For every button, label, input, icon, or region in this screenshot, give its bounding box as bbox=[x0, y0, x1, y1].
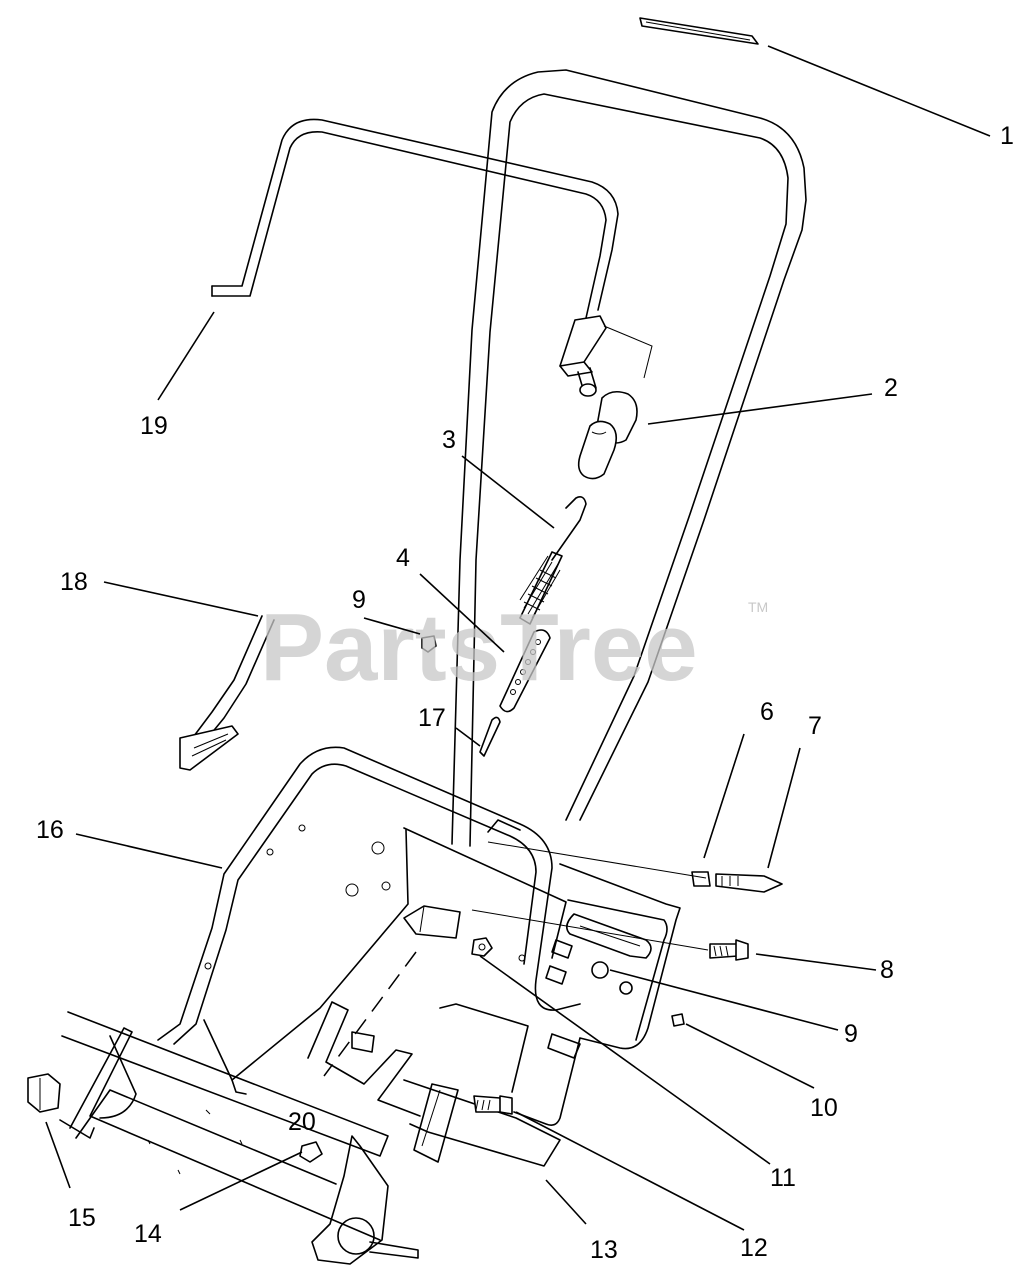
part-4-adjuster-plate bbox=[499, 629, 551, 713]
part-18-handle-arm bbox=[179, 615, 275, 771]
callout-12: 12 bbox=[740, 1234, 768, 1262]
callout-13: 13 bbox=[590, 1236, 618, 1264]
part-13-bracket bbox=[307, 1001, 561, 1167]
part-3-spring bbox=[519, 496, 587, 625]
part-17-pin bbox=[479, 716, 501, 757]
watermark-trademark: TM bbox=[748, 599, 768, 615]
callout-10: 10 bbox=[810, 1094, 838, 1122]
part-6-spacer bbox=[691, 871, 711, 887]
part-11-nut bbox=[471, 937, 493, 957]
callout-11: 11 bbox=[770, 1164, 796, 1192]
assembly-centerlines bbox=[323, 841, 709, 1077]
callout-17: 17 bbox=[418, 704, 446, 732]
callout-8: 8 bbox=[880, 956, 894, 984]
watermark-text: PartsTree bbox=[260, 594, 698, 701]
part-9-washer bbox=[591, 961, 633, 995]
callout-6: 6 bbox=[760, 698, 774, 726]
callout-2: 2 bbox=[884, 374, 898, 402]
callout-numbers: 1 2 3 4 9 18 19 17 16 6 7 8 9 10 11 12 1… bbox=[36, 122, 1014, 1264]
part-12-bolt bbox=[473, 1095, 513, 1115]
callout-7: 7 bbox=[808, 712, 822, 740]
part-9-rivet-upper bbox=[421, 635, 437, 653]
part-20-pad bbox=[403, 905, 461, 939]
part-8-bolt bbox=[709, 939, 749, 961]
part-10-screw bbox=[671, 1013, 685, 1027]
callout-15: 15 bbox=[68, 1204, 96, 1232]
axle-housing bbox=[59, 1011, 419, 1265]
callout-16: 16 bbox=[36, 816, 64, 844]
leader-lines bbox=[45, 45, 991, 1231]
part-15-clip bbox=[27, 1073, 61, 1113]
part-2-knob bbox=[577, 390, 638, 480]
main-handle-tube bbox=[451, 69, 807, 847]
part-1-grip bbox=[639, 17, 759, 45]
callout-3: 3 bbox=[442, 426, 456, 454]
callout-4: 4 bbox=[396, 544, 410, 572]
callout-18: 18 bbox=[60, 568, 88, 596]
callout-14: 14 bbox=[134, 1220, 162, 1248]
callout-20: 20 bbox=[288, 1108, 316, 1136]
callout-19: 19 bbox=[140, 412, 168, 440]
callout-9-lower: 9 bbox=[844, 1020, 858, 1048]
part-2-bracket bbox=[559, 315, 653, 397]
side-plate bbox=[439, 863, 681, 1126]
part-7-pin bbox=[715, 873, 783, 893]
part-19-upper-handle bbox=[211, 118, 619, 319]
part-14-nut bbox=[299, 1141, 323, 1163]
callout-1: 1 bbox=[1000, 122, 1014, 150]
part-16-base-housing bbox=[157, 746, 581, 1095]
callout-9-upper: 9 bbox=[352, 586, 366, 614]
